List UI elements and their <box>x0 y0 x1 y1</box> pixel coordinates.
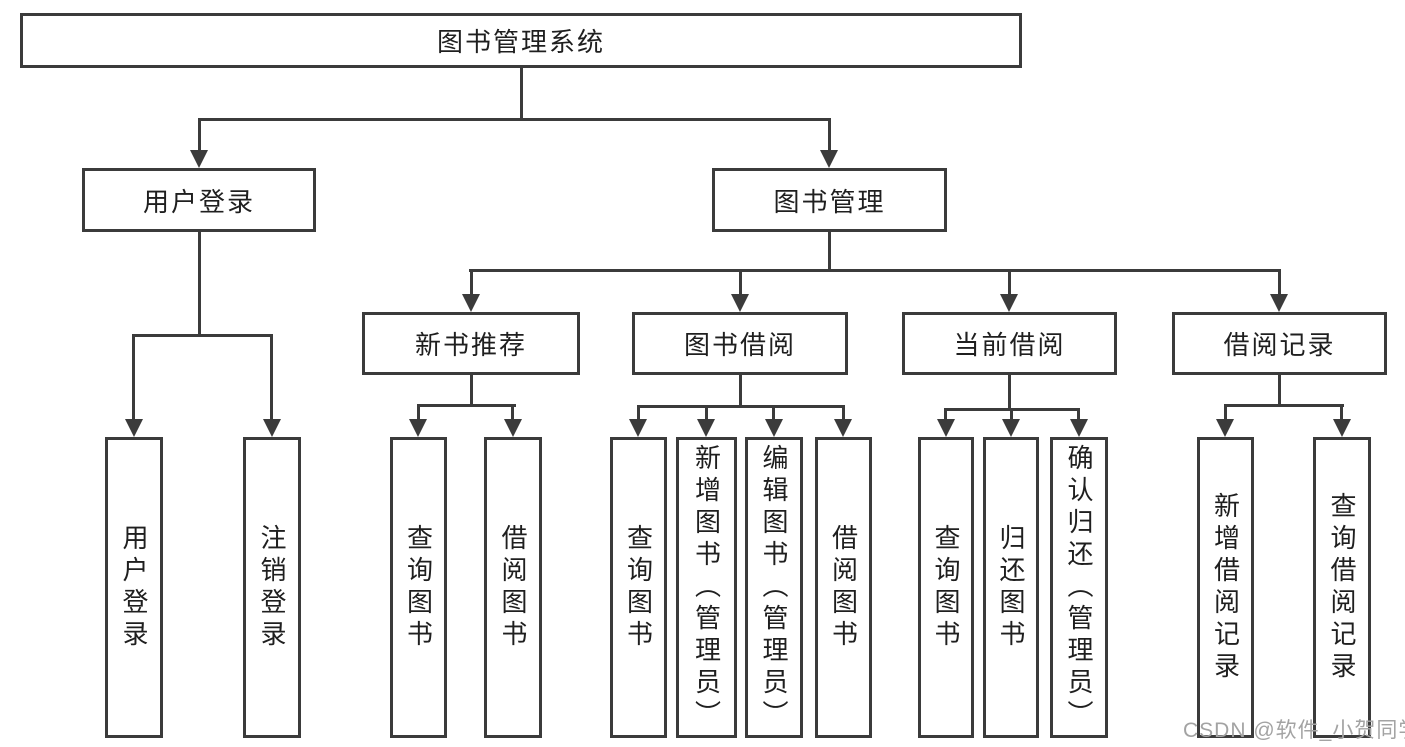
leaf-record-query-label: 查询借阅记录 <box>1327 491 1357 684</box>
leaf-borrow-borrow: 借阅图书 <box>815 437 872 738</box>
leaf-newbook-borrow: 借阅图书 <box>484 437 542 738</box>
leaf-borrow-query: 查询图书 <box>610 437 667 738</box>
arrow-down-icon <box>1002 419 1020 437</box>
leaf-borrow-edit: 编辑图书（管理员） <box>745 437 803 738</box>
connector-line <box>198 118 201 152</box>
leaf-borrow-edit-label: 编辑图书（管理员） <box>759 443 789 732</box>
arrow-down-icon <box>820 150 838 168</box>
connector-line <box>637 405 845 408</box>
arrow-down-icon <box>190 150 208 168</box>
leaf-newbook-query: 查询图书 <box>390 437 447 738</box>
arrow-down-icon <box>834 419 852 437</box>
node-root: 图书管理系统 <box>20 13 1022 68</box>
node-book-borrow-label: 图书借阅 <box>683 330 796 360</box>
node-borrow-record-label: 借阅记录 <box>1223 330 1336 360</box>
connector-line <box>1008 375 1011 411</box>
arrow-down-icon <box>1333 419 1351 437</box>
connector-line <box>1224 404 1227 421</box>
arrow-down-icon <box>1000 294 1018 312</box>
arrow-down-icon <box>1216 419 1234 437</box>
connector-line <box>828 118 831 152</box>
connector-line <box>132 334 273 337</box>
arrow-down-icon <box>731 294 749 312</box>
connector-line <box>772 405 775 421</box>
leaf-user-login: 用户登录 <box>105 437 163 738</box>
connector-line <box>1340 404 1343 421</box>
leaf-current-return-label: 归还图书 <box>996 523 1026 652</box>
connector-line <box>705 405 708 421</box>
node-current-borrow: 当前借阅 <box>902 312 1117 375</box>
connector-line <box>739 269 742 296</box>
leaf-current-query: 查询图书 <box>918 437 974 738</box>
connector-line <box>469 269 1281 272</box>
leaf-current-confirm: 确认归还（管理员） <box>1050 437 1108 738</box>
arrow-down-icon <box>263 419 281 437</box>
node-new-book-recommend: 新书推荐 <box>362 312 580 375</box>
node-user-login: 用户登录 <box>82 168 316 232</box>
arrow-down-icon <box>504 419 522 437</box>
arrow-down-icon <box>409 419 427 437</box>
arrow-down-icon <box>697 419 715 437</box>
connector-line <box>944 408 947 421</box>
node-user-login-label: 用户登录 <box>142 186 255 217</box>
connector-line <box>470 269 473 296</box>
connector-line <box>828 232 831 272</box>
csdn-watermark: CSDN @软件_小贺同学 <box>1183 719 1405 742</box>
arrow-down-icon <box>125 419 143 437</box>
connector-line <box>739 375 742 408</box>
connector-line <box>511 404 514 421</box>
arrow-down-icon <box>765 419 783 437</box>
connector-line <box>198 232 201 337</box>
connector-line <box>1224 404 1344 407</box>
leaf-borrow-add-label: 新增图书（管理员） <box>691 443 722 732</box>
leaf-record-add-label: 新增借阅记录 <box>1210 491 1241 684</box>
leaf-current-confirm-label: 确认归还（管理员） <box>1064 443 1094 732</box>
arrow-down-icon <box>462 294 480 312</box>
connector-line <box>1010 408 1013 421</box>
leaf-newbook-borrow-label: 借阅图书 <box>498 523 528 652</box>
leaf-logout: 注销登录 <box>243 437 301 738</box>
node-book-management: 图书管理 <box>712 168 947 232</box>
connector-line <box>520 68 523 121</box>
connector-line <box>1077 408 1080 421</box>
leaf-logout-label: 注销登录 <box>257 523 287 652</box>
connector-line <box>1278 375 1281 407</box>
connector-line <box>470 375 473 407</box>
node-new-book-recommend-label: 新书推荐 <box>414 330 527 360</box>
leaf-current-return: 归还图书 <box>983 437 1039 738</box>
node-borrow-record: 借阅记录 <box>1172 312 1387 375</box>
arrow-down-icon <box>1070 419 1088 437</box>
connector-line <box>417 404 516 407</box>
node-current-borrow-label: 当前借阅 <box>953 330 1066 360</box>
leaf-borrow-add: 新增图书（管理员） <box>676 437 737 738</box>
connector-line <box>1278 269 1281 296</box>
leaf-user-login-label: 用户登录 <box>119 523 149 652</box>
leaf-borrow-borrow-label: 借阅图书 <box>828 523 859 652</box>
leaf-borrow-query-label: 查询图书 <box>623 523 654 652</box>
connector-line <box>417 404 420 421</box>
connector-line <box>637 405 640 421</box>
arrow-down-icon <box>629 419 647 437</box>
connector-line <box>842 405 845 421</box>
arrow-down-icon <box>1270 294 1288 312</box>
leaf-record-query: 查询借阅记录 <box>1313 437 1371 738</box>
node-book-borrow: 图书借阅 <box>632 312 848 375</box>
leaf-current-query-label: 查询图书 <box>931 523 961 652</box>
arrow-down-icon <box>937 419 955 437</box>
leaf-newbook-query-label: 查询图书 <box>403 523 434 652</box>
node-root-label: 图书管理系统 <box>436 27 605 57</box>
connector-line <box>198 118 831 121</box>
connector-line <box>132 334 135 421</box>
connector-line <box>1008 269 1011 296</box>
node-book-management-label: 图书管理 <box>773 186 886 217</box>
connector-line <box>270 334 273 421</box>
leaf-record-add: 新增借阅记录 <box>1197 437 1254 738</box>
